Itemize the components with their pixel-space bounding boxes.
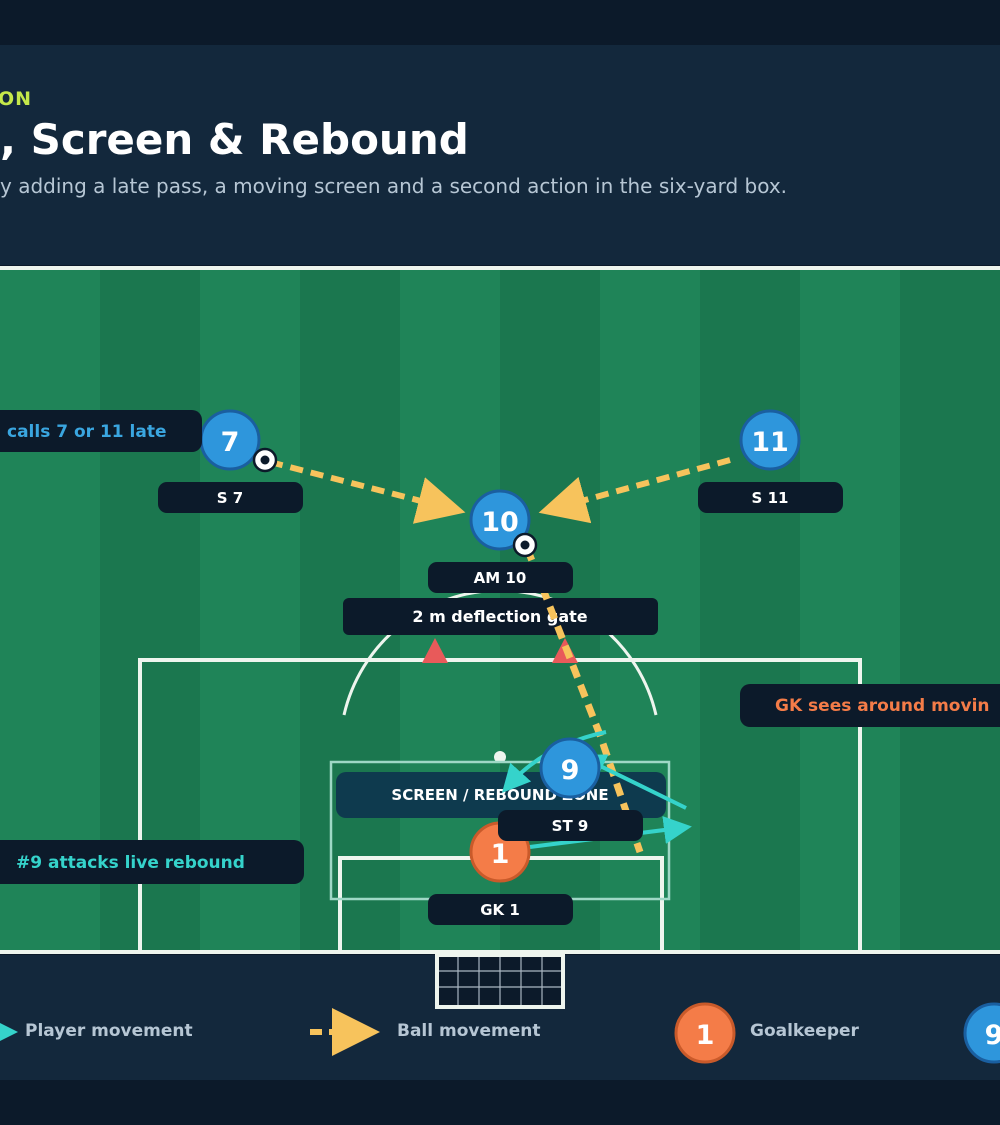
pass-arrow-11-to-10 xyxy=(538,457,731,524)
player-11-tag xyxy=(698,482,843,513)
goalkeeper-label: GK 1 xyxy=(480,901,520,919)
player-10-tag xyxy=(428,562,573,593)
page-title: , Screen & Rebound xyxy=(0,115,469,164)
penalty-spot xyxy=(494,751,506,763)
ball-icon xyxy=(512,532,538,558)
callout-calls-text: calls 7 or 11 late xyxy=(7,422,167,442)
player-10-token[interactable] xyxy=(469,489,531,551)
gate-banner xyxy=(343,598,658,635)
player-10-label: AM 10 xyxy=(474,569,527,587)
legend-attacker-icon xyxy=(963,1002,1000,1064)
goalkeeper-number: 1 xyxy=(491,839,510,870)
cone-marker xyxy=(422,638,448,663)
player-10-number: 10 xyxy=(481,507,519,538)
rebound-run-arrow xyxy=(577,754,687,810)
callout-gk-text: GK sees around movin xyxy=(775,696,990,716)
legend-goalkeeper-icon xyxy=(674,1002,736,1064)
callout-gk-box xyxy=(740,684,1000,727)
goal-net xyxy=(435,953,565,1009)
player-9-tag xyxy=(498,810,643,841)
player-9-number: 9 xyxy=(561,755,580,786)
player-11-number: 11 xyxy=(751,427,789,458)
legend-goalkeeper-number: 1 xyxy=(696,1020,715,1051)
legend-goalkeeper-label: Goalkeeper xyxy=(750,1021,859,1041)
player-7-tag xyxy=(158,482,303,513)
player-11-token[interactable] xyxy=(739,409,801,471)
player-9-label: ST 9 xyxy=(552,817,589,835)
eyebrow-label: ON xyxy=(0,88,33,110)
player-7-number: 7 xyxy=(221,427,240,458)
gate-label: 2 m deflection gate xyxy=(412,607,587,626)
goalkeeper-tag xyxy=(428,894,573,925)
player-9-token[interactable] xyxy=(539,737,601,799)
pass-arrow-7-to-10 xyxy=(269,459,466,524)
page-subtitle: y adding a late pass, a moving screen an… xyxy=(0,174,788,198)
legend-attacker-number: 9 xyxy=(985,1020,1000,1051)
legend-ball-movement-label: Ball movement xyxy=(397,1021,541,1041)
callout-rebound-text: #9 attacks live rebound xyxy=(16,853,245,873)
legend-player-movement-label: Player movement xyxy=(25,1021,193,1041)
callout-rebound-box xyxy=(0,840,304,884)
pitch-stripes xyxy=(0,268,1000,952)
ball-icon xyxy=(252,447,278,473)
player-7-label: S 7 xyxy=(217,489,243,507)
callout-calls-box xyxy=(0,410,202,452)
header-panel xyxy=(0,45,1000,265)
player-11-label: S 11 xyxy=(752,489,789,507)
